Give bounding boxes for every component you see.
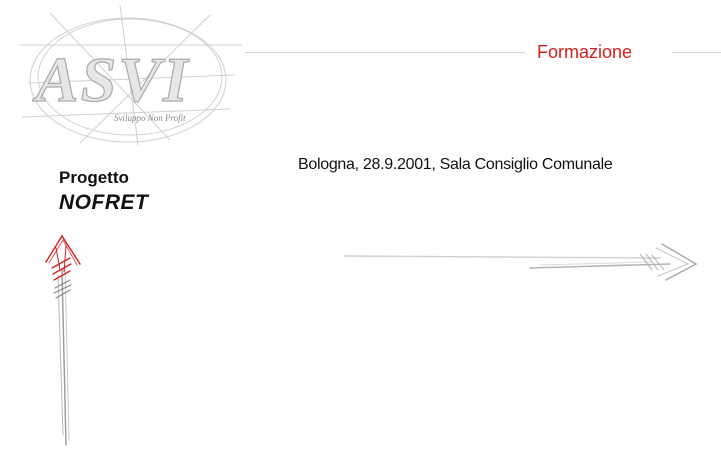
sketched-up-arrow-icon [45,234,81,446]
project-name: NOFRET [59,191,149,214]
project-label: Progetto [59,168,129,187]
asvi-logo: ASVI Sviluppo Non Profit [20,5,242,145]
sketched-right-arrow-icon [343,243,698,281]
section-title: Formazione [537,42,633,62]
logo-wordmark: ASVI [32,44,190,115]
logo-tagline: Sviluppo Non Profit [114,113,186,123]
header-rule-right [672,52,721,53]
event-info: Bologna, 28.9.2001, Sala Consiglio Comun… [298,156,613,173]
header-rule-left [245,52,525,53]
